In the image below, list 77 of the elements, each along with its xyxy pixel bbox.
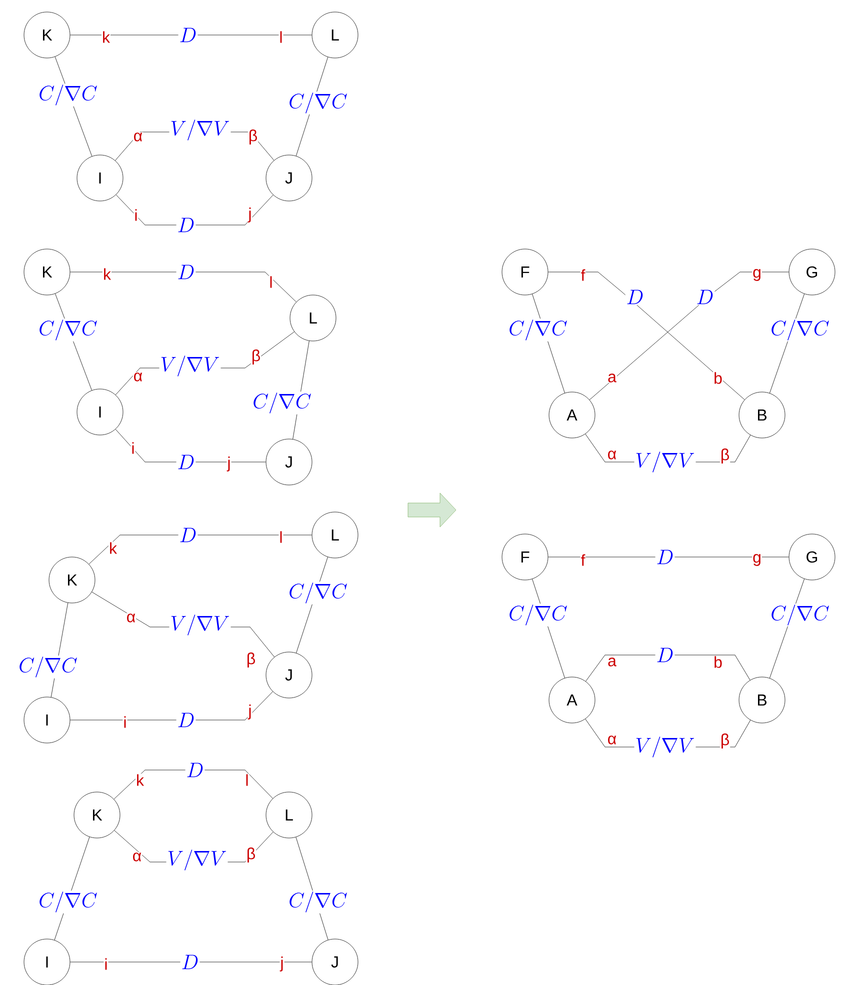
index-label: β (246, 847, 256, 863)
index-label: a (607, 657, 617, 667)
edge-label: $D$ (655, 548, 675, 566)
index-label: f (580, 554, 586, 566)
connector-line (548, 556, 789, 558)
index-label: β (720, 448, 730, 464)
index-label: i (122, 716, 128, 728)
edge-label: $D$ (185, 762, 205, 778)
index-label: β (720, 733, 730, 749)
edge-label: $D$ (178, 526, 198, 544)
edge-label: $C/\nabla C$ (508, 604, 568, 626)
connector-line (116, 194, 274, 226)
index-label: f (580, 268, 586, 282)
edge-label: $D$ (695, 288, 715, 306)
connector-line (70, 691, 273, 720)
index-label: g (752, 268, 762, 282)
index-label: i (104, 958, 108, 970)
edge-label: $V/\nabla V$ (166, 848, 228, 872)
index-label: j (226, 456, 232, 472)
index-label: α (132, 852, 142, 862)
edge-label: $D$ (176, 264, 196, 280)
edge-label: $V/\nabla V$ (169, 118, 231, 142)
edge-label: $D$ (176, 454, 196, 470)
index-label: α (606, 450, 618, 460)
index-label: β (246, 652, 256, 668)
edge-label: $C/\nabla C$ (38, 84, 98, 106)
connector-line (586, 654, 750, 682)
index-label: k (108, 542, 118, 554)
index-label: l (268, 276, 274, 288)
index-label: k (102, 30, 110, 44)
edge-label: $V/\nabla V$ (634, 736, 696, 758)
index-label: l (244, 774, 250, 786)
edge-label: $C/\nabla C$ (38, 318, 98, 342)
edge-label: $C/\nabla C$ (508, 318, 568, 342)
connector-line (88, 534, 312, 564)
connector-line (114, 770, 273, 800)
edge-label: $D$ (180, 954, 200, 970)
edge-label: $C/\nabla C$ (38, 890, 98, 914)
connector-line (115, 429, 266, 462)
index-label: j (248, 704, 252, 720)
edge-label: $V/\nabla V$ (159, 354, 221, 378)
index-label: α (132, 132, 144, 142)
index-label: α (132, 372, 144, 382)
connector-line (70, 34, 312, 36)
index-label: b (713, 372, 723, 384)
index-label: a (607, 373, 617, 383)
index-label: l (278, 30, 284, 44)
edge-label: $D$ (625, 288, 645, 306)
index-label: k (136, 774, 144, 786)
connector-line (548, 272, 745, 400)
index-label: b (713, 656, 723, 668)
connector-line (589, 272, 789, 400)
index-label: j (248, 207, 252, 223)
index-label: i (134, 208, 138, 222)
edge-label: $D$ (655, 646, 675, 664)
edge-label: $C/\nabla C$ (288, 890, 348, 914)
edge-label: $V/\nabla V$ (169, 614, 231, 636)
edge-label: $C/\nabla C$ (770, 604, 830, 626)
index-label: k (102, 268, 112, 280)
edge-label: $D$ (178, 26, 198, 44)
edge-label: $C/\nabla C$ (288, 582, 348, 604)
index-label: i (130, 442, 136, 454)
index-label: g (752, 554, 762, 566)
index-label: l (278, 530, 284, 544)
index-label: j (280, 956, 284, 972)
index-label: α (126, 613, 136, 623)
edge-label: $C/\nabla C$ (18, 656, 78, 678)
edge-label: $D$ (176, 216, 196, 234)
connector-line (70, 272, 296, 302)
edge-label: $C/\nabla C$ (252, 392, 312, 414)
edge-label: $C/\nabla C$ (288, 92, 348, 114)
edge-label: $C/\nabla C$ (770, 318, 830, 342)
index-label: β (248, 129, 258, 145)
index-label: α (606, 735, 618, 745)
edge-label: $D$ (176, 712, 196, 728)
index-label: β (250, 349, 262, 365)
edge-label: $V/\nabla V$ (634, 450, 696, 474)
